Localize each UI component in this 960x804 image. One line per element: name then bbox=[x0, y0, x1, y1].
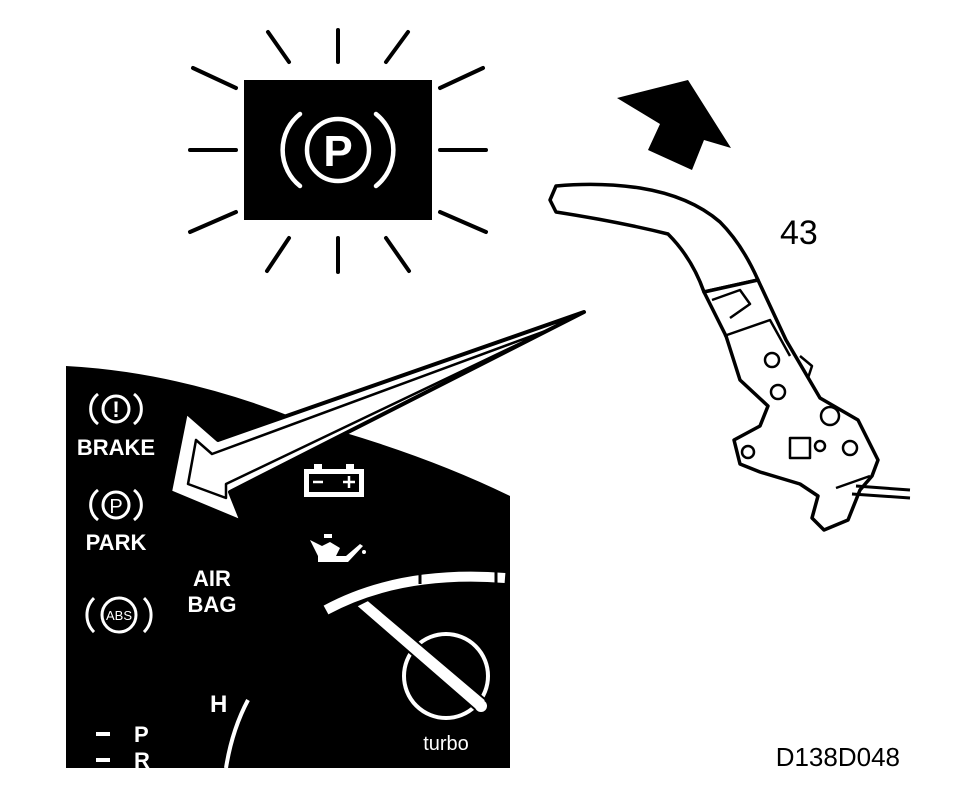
figure-code: D138D048 bbox=[776, 742, 900, 772]
temp-gauge-arc bbox=[224, 699, 250, 769]
gear-label-2: R bbox=[134, 748, 150, 773]
battery-icon bbox=[304, 464, 364, 497]
callout-arrow-inner bbox=[186, 328, 550, 500]
abs-warning-icon bbox=[85, 596, 153, 634]
indicator-abs bbox=[85, 596, 153, 634]
turbo-gauge-needle bbox=[354, 598, 488, 714]
warning-lamp-symbol: P bbox=[323, 127, 352, 176]
oil-can-icon bbox=[310, 534, 366, 562]
lever-arm bbox=[702, 278, 880, 532]
warning-lamp-group: P bbox=[188, 28, 488, 274]
lever-grip bbox=[548, 182, 760, 294]
turbo-label: turbo bbox=[423, 733, 469, 755]
turbo-gauge-arc bbox=[323, 571, 506, 615]
parking-brake-lever bbox=[548, 182, 911, 532]
part-number-label: 43 bbox=[780, 214, 818, 252]
turbo-gauge: turbo bbox=[323, 570, 506, 755]
brake-symbol: ! bbox=[112, 397, 119, 422]
brake-label: BRAKE bbox=[77, 435, 155, 460]
park-brake-icon bbox=[89, 488, 143, 522]
indicator-brake bbox=[89, 392, 143, 426]
airbag-label-line1: AIR bbox=[193, 566, 231, 591]
park-label: PARK bbox=[86, 530, 147, 555]
parking-brake-warning-icon bbox=[280, 111, 396, 189]
lever-details bbox=[711, 288, 871, 490]
gear-marker-1 bbox=[96, 732, 110, 736]
pull-up-arrow bbox=[617, 80, 731, 170]
gear-marker-2 bbox=[96, 758, 110, 762]
flash-rays bbox=[188, 28, 488, 274]
park-symbol: P bbox=[109, 496, 122, 518]
abs-symbol: ABS bbox=[106, 608, 132, 623]
brake-cables bbox=[851, 484, 911, 500]
callout-arrow bbox=[168, 310, 586, 524]
indicator-park bbox=[89, 488, 143, 522]
gear-label-1: P bbox=[134, 722, 149, 747]
temp-high-mark: H bbox=[210, 691, 227, 718]
airbag-label-line2: BAG bbox=[188, 592, 237, 617]
brake-warning-icon bbox=[89, 392, 143, 426]
warning-lamp-panel bbox=[244, 80, 432, 220]
